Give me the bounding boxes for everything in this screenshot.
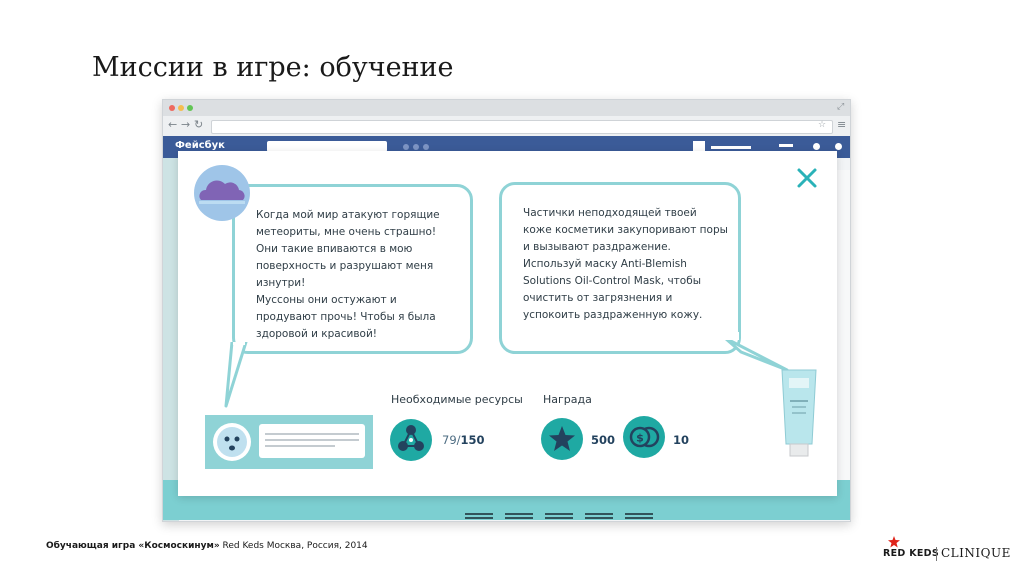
header-link-bar: [779, 144, 793, 147]
redkeds-star-icon: [888, 533, 900, 548]
clinique-logo: CLINIQUE: [941, 546, 1011, 560]
star-icon: [540, 417, 584, 461]
chat-message-box: [259, 424, 365, 458]
resources-progress: 79/150: [442, 433, 485, 447]
header-nav-dots: [403, 144, 523, 150]
molecule-icon: [389, 418, 433, 462]
address-bar[interactable]: [211, 120, 833, 134]
close-window-icon[interactable]: [169, 105, 175, 111]
menu-icon[interactable]: ≡: [837, 118, 847, 131]
browser-titlebar: [163, 100, 850, 116]
advice-text: Частички неподходящей твоей коже космети…: [523, 207, 728, 321]
advice-speech-bubble: [499, 182, 741, 354]
slide-title: Миссии в игре: обучение: [92, 52, 454, 83]
footer-credits: Red Keds Москва, Россия, 2014: [219, 541, 368, 551]
product-tube-image: [780, 368, 818, 458]
character-speech-text: Когда мой мир атакуют горящие метеориты,…: [256, 209, 440, 340]
facebook-logo[interactable]: Фейсбук: [175, 140, 225, 151]
close-icon[interactable]: [796, 167, 818, 189]
left-column-decoration: [163, 158, 179, 521]
header-button[interactable]: [693, 141, 705, 153]
forward-icon[interactable]: →: [181, 118, 191, 131]
reward-coins-value: 10: [673, 433, 690, 447]
resources-separator: /: [456, 433, 461, 447]
header-link-bar: [711, 146, 751, 149]
speech-bubble-tail: [224, 340, 248, 408]
bottom-nav-lines: [465, 505, 675, 519]
resources-label: Необходимые ресурсы: [391, 393, 523, 406]
notification-icon[interactable]: [813, 143, 820, 150]
brand-separator: [936, 547, 937, 561]
advice-bubble-tail: [723, 332, 789, 372]
reload-icon[interactable]: ↻: [194, 118, 204, 131]
planet-character-icon: [212, 422, 252, 462]
maximize-window-icon[interactable]: [187, 105, 193, 111]
svg-text:$: $: [636, 432, 644, 445]
reward-label: Награда: [543, 393, 592, 406]
fullscreen-icon[interactable]: ⤢: [837, 102, 845, 112]
coins-icon: $: [622, 415, 666, 459]
redkeds-logo: RED KEDS: [883, 548, 939, 559]
resources-required: 150: [460, 433, 485, 447]
footer-game-name: Обучающая игра «Космоскинум»: [46, 541, 220, 551]
resources-current: 79: [442, 433, 457, 447]
back-icon[interactable]: ←: [168, 118, 178, 131]
facebook-search-input[interactable]: [267, 141, 387, 152]
footer-caption: Обучающая игра «Космоскинум» Red Keds Мо…: [46, 541, 368, 551]
reward-stars-value: 500: [591, 433, 616, 447]
minimize-window-icon[interactable]: [178, 105, 184, 111]
character-speech-bubble: [232, 184, 473, 354]
bookmark-star-icon[interactable]: ☆: [818, 120, 827, 130]
cloud-avatar: [193, 164, 251, 222]
settings-icon[interactable]: [835, 143, 842, 150]
